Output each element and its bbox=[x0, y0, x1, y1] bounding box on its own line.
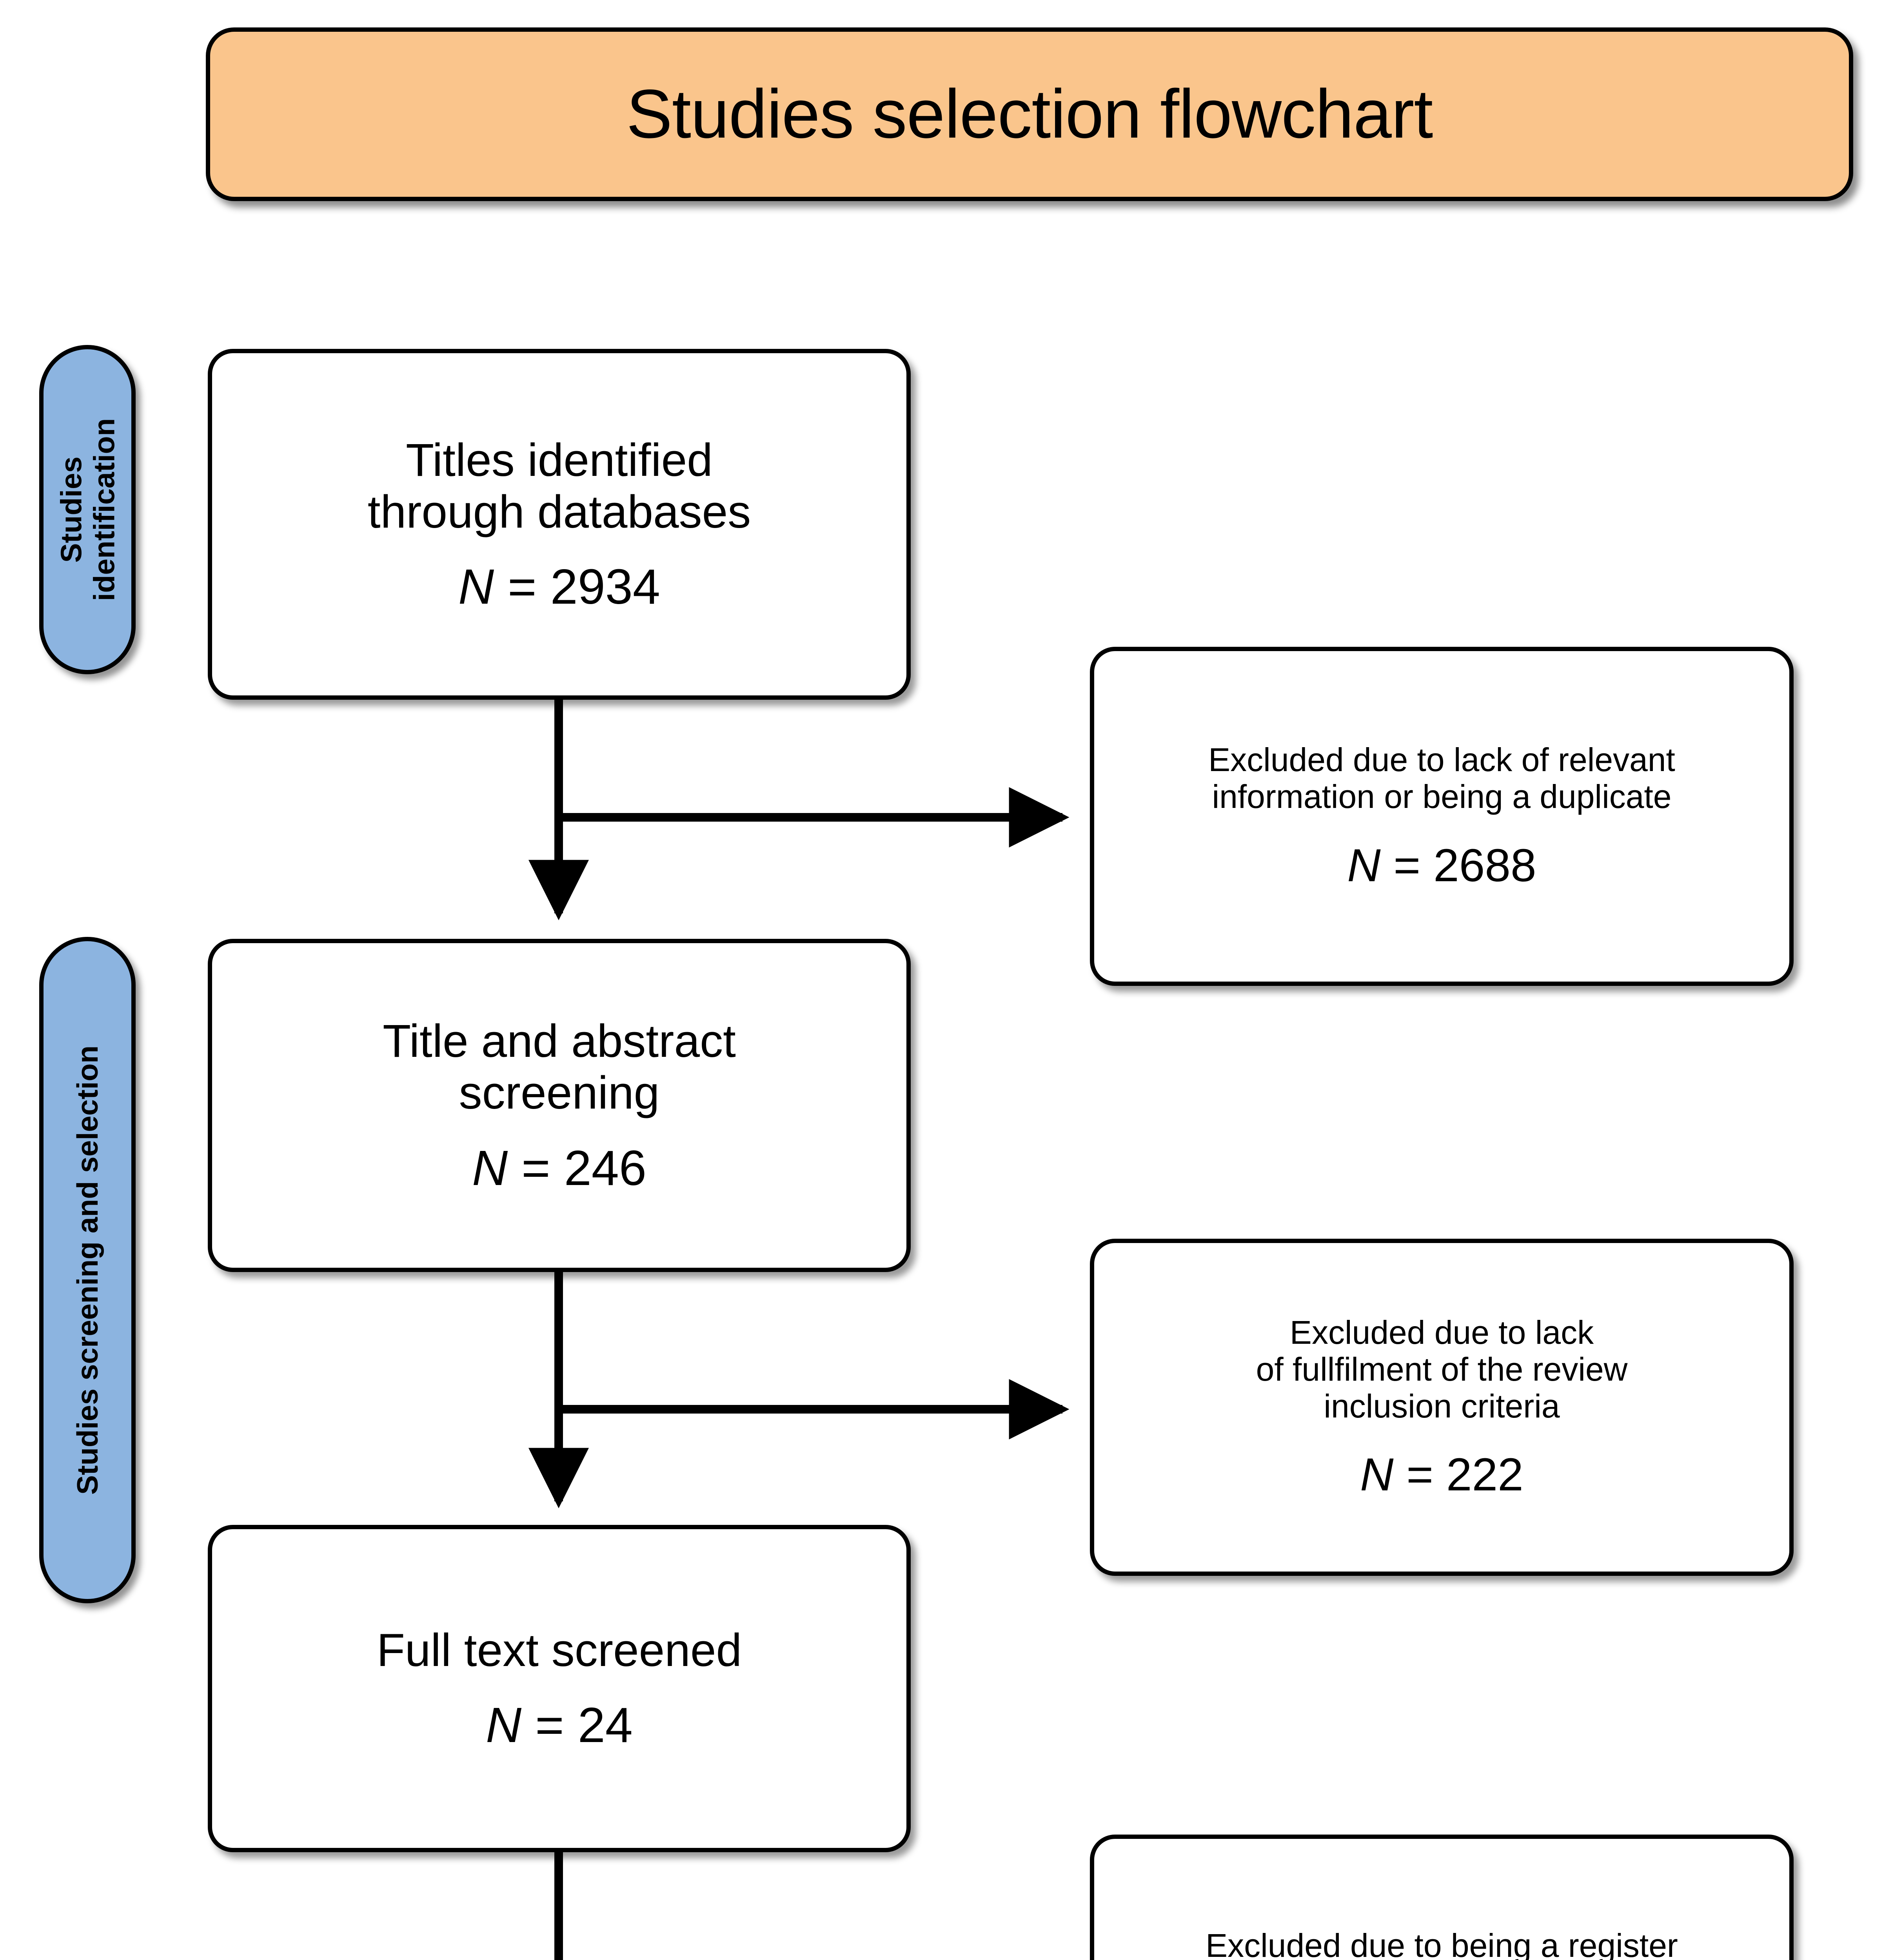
exclusion-line-3: inclusion criteria bbox=[1324, 1387, 1560, 1425]
exclusion-box-text: Excluded due to lack of fullfilment of t… bbox=[1256, 1314, 1628, 1425]
stage-label-line-1: Studies bbox=[54, 456, 88, 563]
flow-box-text: Full text screened bbox=[377, 1624, 742, 1676]
flow-box-line-2: through databases bbox=[367, 486, 751, 538]
n-value: 222 bbox=[1446, 1449, 1523, 1501]
n-symbol: N bbox=[472, 1140, 508, 1196]
flow-box-titles-identified: Titles identified through databases N = … bbox=[208, 349, 911, 700]
sidebar-stage-screening: Studies screening and selection bbox=[39, 937, 136, 1603]
exclusion-line-1: Excluded due to lack bbox=[1289, 1314, 1594, 1351]
exclusion-line-2: of fullfilment of the review bbox=[1256, 1350, 1628, 1388]
flow-box-count: N = 2934 bbox=[458, 559, 660, 614]
exclusion-box-inclusion-criteria: Excluded due to lack of fullfilment of t… bbox=[1090, 1239, 1794, 1576]
equals-sign: = bbox=[1393, 839, 1421, 891]
page-title: Studies selection flowchart bbox=[626, 75, 1433, 152]
exclusion-box-text: Excluded due to being a register retrosp… bbox=[1206, 1927, 1678, 1960]
flow-box-line-2: screening bbox=[459, 1067, 660, 1119]
flow-box-count: N = 246 bbox=[472, 1140, 646, 1196]
exclusion-line-2: information or being a duplicate bbox=[1212, 778, 1672, 815]
flow-box-full-text-screened: Full text screened N = 24 bbox=[208, 1525, 911, 1852]
equals-sign: = bbox=[535, 1697, 564, 1753]
flow-box-text: Title and abstract screening bbox=[383, 1015, 736, 1119]
flowchart-title-banner: Studies selection flowchart bbox=[206, 27, 1853, 201]
n-symbol: N bbox=[1347, 839, 1381, 891]
exclusion-box-text: Excluded due to lack of relevant informa… bbox=[1208, 741, 1675, 815]
equals-sign: = bbox=[508, 559, 537, 615]
stage-label-line-2: identification bbox=[87, 418, 121, 601]
exclusion-line-1: Excluded due to being a register bbox=[1206, 1927, 1678, 1960]
flow-box-line-1: Titles identified bbox=[406, 434, 713, 486]
exclusion-box-register-study: Excluded due to being a register retrosp… bbox=[1090, 1835, 1794, 1960]
equals-sign: = bbox=[521, 1140, 550, 1196]
n-value: 24 bbox=[577, 1697, 633, 1753]
n-symbol: N bbox=[1360, 1449, 1394, 1501]
flow-box-line-1: Title and abstract bbox=[383, 1015, 736, 1067]
flow-box-text: Titles identified through databases bbox=[368, 434, 751, 538]
n-value: 2688 bbox=[1433, 839, 1536, 891]
flow-box-title-abstract-screening: Title and abstract screening N = 246 bbox=[208, 939, 911, 1272]
equals-sign: = bbox=[1406, 1449, 1434, 1501]
sidebar-stage-identification: Studies identification bbox=[39, 345, 136, 674]
flow-box-line-1: Full text screened bbox=[376, 1624, 742, 1676]
n-symbol: N bbox=[458, 559, 494, 615]
stage-label-identification: Studies identification bbox=[54, 418, 120, 601]
n-symbol: N bbox=[486, 1697, 522, 1753]
stage-label-line-1: Studies screening and selection bbox=[71, 1045, 104, 1495]
exclusion-box-count: N = 222 bbox=[1360, 1449, 1523, 1501]
exclusion-line-1: Excluded due to lack of relevant bbox=[1208, 741, 1675, 779]
stage-label-screening: Studies screening and selection bbox=[71, 1045, 104, 1495]
exclusion-box-count: N = 2688 bbox=[1347, 840, 1536, 891]
exclusion-box-duplicate: Excluded due to lack of relevant informa… bbox=[1090, 647, 1794, 986]
n-value: 246 bbox=[564, 1140, 646, 1196]
flow-box-count: N = 24 bbox=[486, 1697, 633, 1753]
n-value: 2934 bbox=[550, 559, 660, 615]
